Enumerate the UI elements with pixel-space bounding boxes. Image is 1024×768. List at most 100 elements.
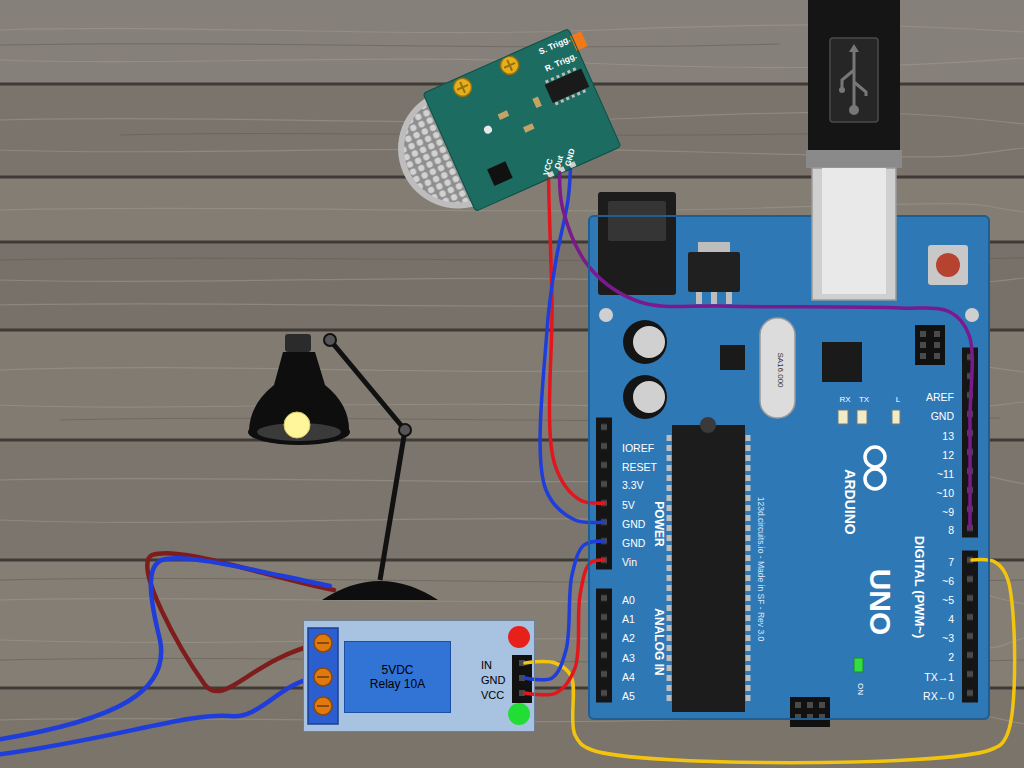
lamp-wire [0,677,318,755]
led-label: TX [859,396,869,404]
pin-label: 5V [622,500,635,511]
led-label: RX [839,396,850,404]
desk-lamp [324,334,336,346]
desk-lamp [380,430,405,580]
crystal-marking: SA16.000 [776,352,784,387]
usb-cable [806,0,902,300]
arduino-board-picture [726,292,732,304]
pin-label: IN [481,660,492,671]
wood-background [0,44,780,47]
jumper-wire [549,179,604,504]
pin-label: IOREF [622,443,654,454]
arduino-board-picture [915,325,945,365]
pin-label: A5 [622,691,635,702]
pir-sensor-picture [502,57,518,73]
arduino-board-picture [795,702,825,720]
pin-label: 7 [948,557,954,568]
pir-sensor-picture [498,53,522,77]
pin-label: 12 [942,450,954,461]
arduino-board-picture [790,697,830,727]
pir-sensor-picture [532,97,542,109]
jumper-wire [540,169,604,522]
brand-name: ARDUINO [843,469,857,534]
usb-cable [839,87,845,93]
pin-label: Out [554,155,565,170]
pin-label: RESET [622,462,657,473]
arduino-board-picture [934,331,940,337]
arduino-board-picture [920,331,926,337]
trimmer-label: S. Trigg. [537,35,571,56]
pir-sensor-picture [483,124,494,135]
header-label: DIGITAL (PWM~) [913,536,926,638]
arduino-board-picture [854,658,863,672]
relay-coil: 5VDC Relay 10A [344,641,451,713]
arduino-board-picture [920,353,926,359]
pir-sensor-picture [377,24,631,232]
pin-label: A1 [622,614,635,625]
arduino-board-picture [936,253,960,277]
board-credit: 123d.circuits.io - Made in SF - Rev 3.0 [757,497,766,642]
pin-label: ~5 [942,595,954,606]
usb-cable [830,38,878,122]
relay-rating: 5VDC Relay 10A [368,663,428,692]
arduino-board-picture [672,425,745,712]
arduino-board-picture [746,435,751,705]
pir-sensor-picture [487,161,513,186]
model-name: UNO [865,569,895,636]
trimmer-label: R. Trigg. [544,51,579,73]
arduino-board-picture [599,308,613,322]
usb-cable [842,50,866,108]
pir-sensor-picture [455,79,471,95]
relay-module-picture [508,626,530,648]
pin-label: TX→1 [924,672,954,683]
relay-module-picture [308,628,338,724]
pin-label: 2 [948,652,954,663]
desk-lamp [248,334,438,600]
arduino-board-picture [965,308,979,322]
pin-label: ~11 [937,469,954,480]
relay-module-picture [508,703,530,725]
pin-label: 3.3V [622,480,644,491]
pir-sensor-picture [570,31,587,50]
pin-label: VCC [481,690,504,701]
pin-label: ~10 [936,488,954,499]
arduino-board-picture [822,342,862,382]
arduino-board-picture [920,331,940,359]
arduino-board-picture [623,320,667,364]
pin-label: GND [622,538,645,549]
lamp-wire [0,558,330,740]
pin-label: AREF [926,392,954,403]
pin-label: ~3 [942,633,954,644]
arduino-board-picture [588,192,990,727]
pin-label: GND [931,411,954,422]
arduino-board-picture [819,702,825,708]
arduino-board-picture [807,702,813,708]
arduino-board-picture [633,381,665,413]
arduino-board-picture [608,201,666,241]
usb-cable [812,168,896,300]
arduino-board-picture [696,292,702,304]
usb-cable [849,44,859,52]
arduino-board-picture [760,318,795,418]
arduino-board-picture [934,342,940,348]
arduino-board-picture [962,551,978,703]
pin-label: 13 [942,431,954,442]
arduino-board-picture [928,245,968,285]
pir-sensor-picture [498,110,510,120]
led-label: L [896,396,900,404]
desk-lamp [284,412,310,438]
usb-cable [822,168,886,294]
wood-background [0,0,1024,84]
relay-module: IN GND VCC 5VDC Relay 10A [303,620,535,732]
pin-label: GND [481,675,505,686]
pin-label: GND [564,148,577,167]
pin-label: Vin [622,557,637,568]
usb-cable [849,105,859,115]
lamp-wire [0,553,334,755]
relay-module-picture [303,620,535,732]
pir-sensor-picture [545,68,590,103]
